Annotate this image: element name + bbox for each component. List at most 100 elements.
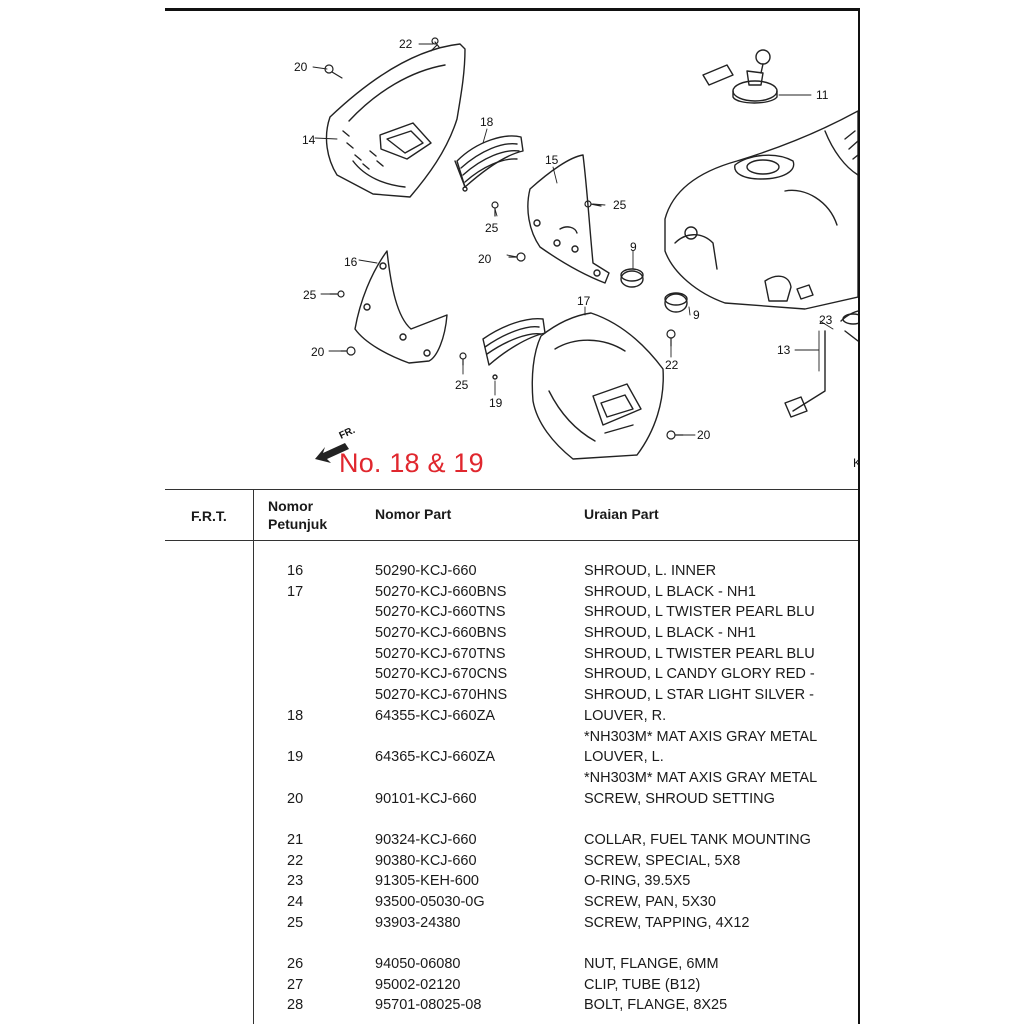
callout-11: 11 (816, 88, 829, 102)
callout-9: 9 (693, 308, 700, 322)
fuel-tank (664, 110, 858, 310)
table-row: 50270-KCJ-660BNS SHROUD, L BLACK - NH1 (165, 625, 858, 646)
description-cell: SHROUD, L STAR LIGHT SILVER - (584, 687, 814, 704)
shroud-part-14 (325, 43, 466, 198)
part-number-cell: 50270-KCJ-660BNS (375, 583, 507, 600)
table-row: 16 50290-KCJ-660 SHROUD, L. INNER (165, 563, 858, 584)
description-cell: SCREW, SHROUD SETTING (584, 790, 775, 807)
part-number-cell: 95002-02120 (375, 976, 461, 993)
table-top-rule (165, 489, 858, 490)
part-number-cell: 50270-KCJ-660TNS (375, 604, 506, 621)
description-cell: SCREW, TAPPING, 4X12 (584, 914, 750, 931)
description-cell: SCREW, SPECIAL, 5X8 (584, 852, 741, 869)
callout-k: K (853, 456, 858, 470)
ref-number-cell: 19 (287, 749, 304, 766)
ref-number-cell: 17 (287, 583, 304, 600)
ref-number-cell: 28 (287, 997, 304, 1014)
callout-19: 19 (489, 396, 503, 410)
exploded-parts-diagram: FR. 22 20 14 18 15 25 25 20 9 16 25 20 1… (165, 11, 858, 488)
description-cell: *NH303M* MAT AXIS GRAY METAL (584, 769, 818, 786)
part-number-cell: 90380-KCJ-660 (375, 852, 477, 869)
table-row: 19 64365-KCJ-660ZA LOUVER, L. (165, 749, 858, 770)
callout-22: 22 (399, 37, 413, 51)
table-row: 28 95701-08025-08 BOLT, FLANGE, 8X25 (165, 997, 858, 1018)
table-header-rule (165, 540, 858, 541)
description-cell: LOUVER, L. (584, 749, 664, 766)
part-number-cell: 64355-KCJ-660ZA (375, 707, 496, 724)
ref-number-cell: 18 (287, 707, 304, 724)
part-number-cell: 50270-KCJ-670TNS (375, 645, 506, 662)
callout-15: 15 (545, 153, 559, 167)
table-row: *NH303M* MAT AXIS GRAY METAL (165, 770, 858, 791)
callout-18: 18 (480, 115, 494, 129)
table-row: 20 90101-KCJ-660 SCREW, SHROUD SETTING (165, 791, 858, 812)
table-row: 17 50270-KCJ-660BNS SHROUD, L BLACK - NH1 (165, 584, 858, 605)
callout-20: 20 (294, 60, 308, 74)
part-number-cell: 50270-KCJ-670CNS (375, 666, 508, 683)
shroud-part-16 (354, 250, 448, 364)
description-cell: SHROUD, L BLACK - NH1 (584, 625, 756, 642)
part-number-cell: 93500-05030-0G (375, 894, 485, 910)
part-number-cell: 93903-24380 (375, 914, 461, 931)
shroud-part-17 (531, 312, 664, 460)
ref-number-cell: 27 (287, 976, 304, 993)
leader-lines (312, 43, 834, 436)
description-cell: BOLT, FLANGE, 8X25 (584, 997, 728, 1014)
description-cell: SHROUD, L CANDY GLORY RED - (584, 666, 815, 683)
header-nomor-line1: Nomor (268, 498, 314, 514)
callout-23: 23 (819, 313, 833, 327)
ref-number-cell: 21 (287, 831, 304, 848)
header-nomor-line2: Petunjuk (268, 516, 328, 532)
part-number-cell: 50290-KCJ-660 (375, 563, 477, 579)
table-row: 18 64355-KCJ-660ZA LOUVER, R. (165, 708, 858, 729)
ref-number-cell: 22 (287, 852, 304, 869)
part-number-cell: 64365-KCJ-660ZA (375, 749, 496, 766)
callout-9: 9 (630, 240, 637, 254)
parts-catalog-page: FR. 22 20 14 18 15 25 25 20 9 16 25 20 1… (165, 8, 858, 1024)
shroud-part-15 (527, 154, 610, 284)
ref-number-cell: 25 (287, 914, 304, 931)
screws (324, 37, 684, 440)
callout-20: 20 (478, 252, 492, 266)
table-row: 50270-KCJ-660TNS SHROUD, L TWISTER PEARL … (165, 604, 858, 625)
part-number-cell: 94050-06080 (375, 956, 461, 973)
header-part-number: Nomor Part (375, 506, 452, 522)
table-row: 50270-KCJ-670CNS SHROUD, L CANDY GLORY RE… (165, 666, 858, 687)
part-number-cell: 90101-KCJ-660 (375, 790, 477, 807)
ref-number-cell: 20 (287, 790, 304, 807)
description-cell: SHROUD, L BLACK - NH1 (584, 583, 756, 600)
louver-part-18 (454, 135, 524, 192)
table-row: 21 90324-KCJ-660 COLLAR, FUEL TANK MOUNTIN… (165, 832, 858, 853)
callout-17: 17 (577, 294, 591, 308)
part-number-cell: 91305-KEH-600 (375, 873, 479, 890)
callout-25: 25 (455, 378, 469, 392)
callout-13: 13 (777, 343, 791, 357)
description-cell: SHROUD, L TWISTER PEARL BLU (584, 604, 815, 621)
parts-table-body: 16 50290-KCJ-660 SHROUD, L. INNER 17 50270-K… (165, 563, 858, 1018)
right-border (858, 8, 860, 1024)
part-number-cell: 90324-KCJ-660 (375, 831, 477, 848)
ref-number-cell: 16 (287, 563, 304, 579)
callout-25: 25 (485, 221, 499, 235)
description-cell: COLLAR, FUEL TANK MOUNTING (584, 831, 811, 848)
description-cell: NUT, FLANGE, 6MM (584, 956, 719, 973)
part-number-cell: 50270-KCJ-660BNS (375, 625, 507, 642)
header-frt: F.R.T. (191, 508, 227, 524)
callout-25: 25 (613, 198, 627, 212)
callout-20: 20 (697, 428, 711, 442)
callout-25: 25 (303, 288, 317, 302)
table-row: 25 93903-24380 SCREW, TAPPING, 4X12 (165, 915, 858, 936)
callout-16: 16 (344, 255, 358, 269)
description-cell: LOUVER, R. (584, 707, 667, 724)
table-row: *NH303M* MAT AXIS GRAY METAL (165, 729, 858, 750)
description-cell: SHROUD, L. INNER (584, 563, 717, 579)
part-number-cell: 95701-08025-08 (375, 997, 482, 1014)
fuel-cap-part-11 (702, 49, 778, 104)
description-cell: SCREW, PAN, 5X30 (584, 894, 716, 910)
